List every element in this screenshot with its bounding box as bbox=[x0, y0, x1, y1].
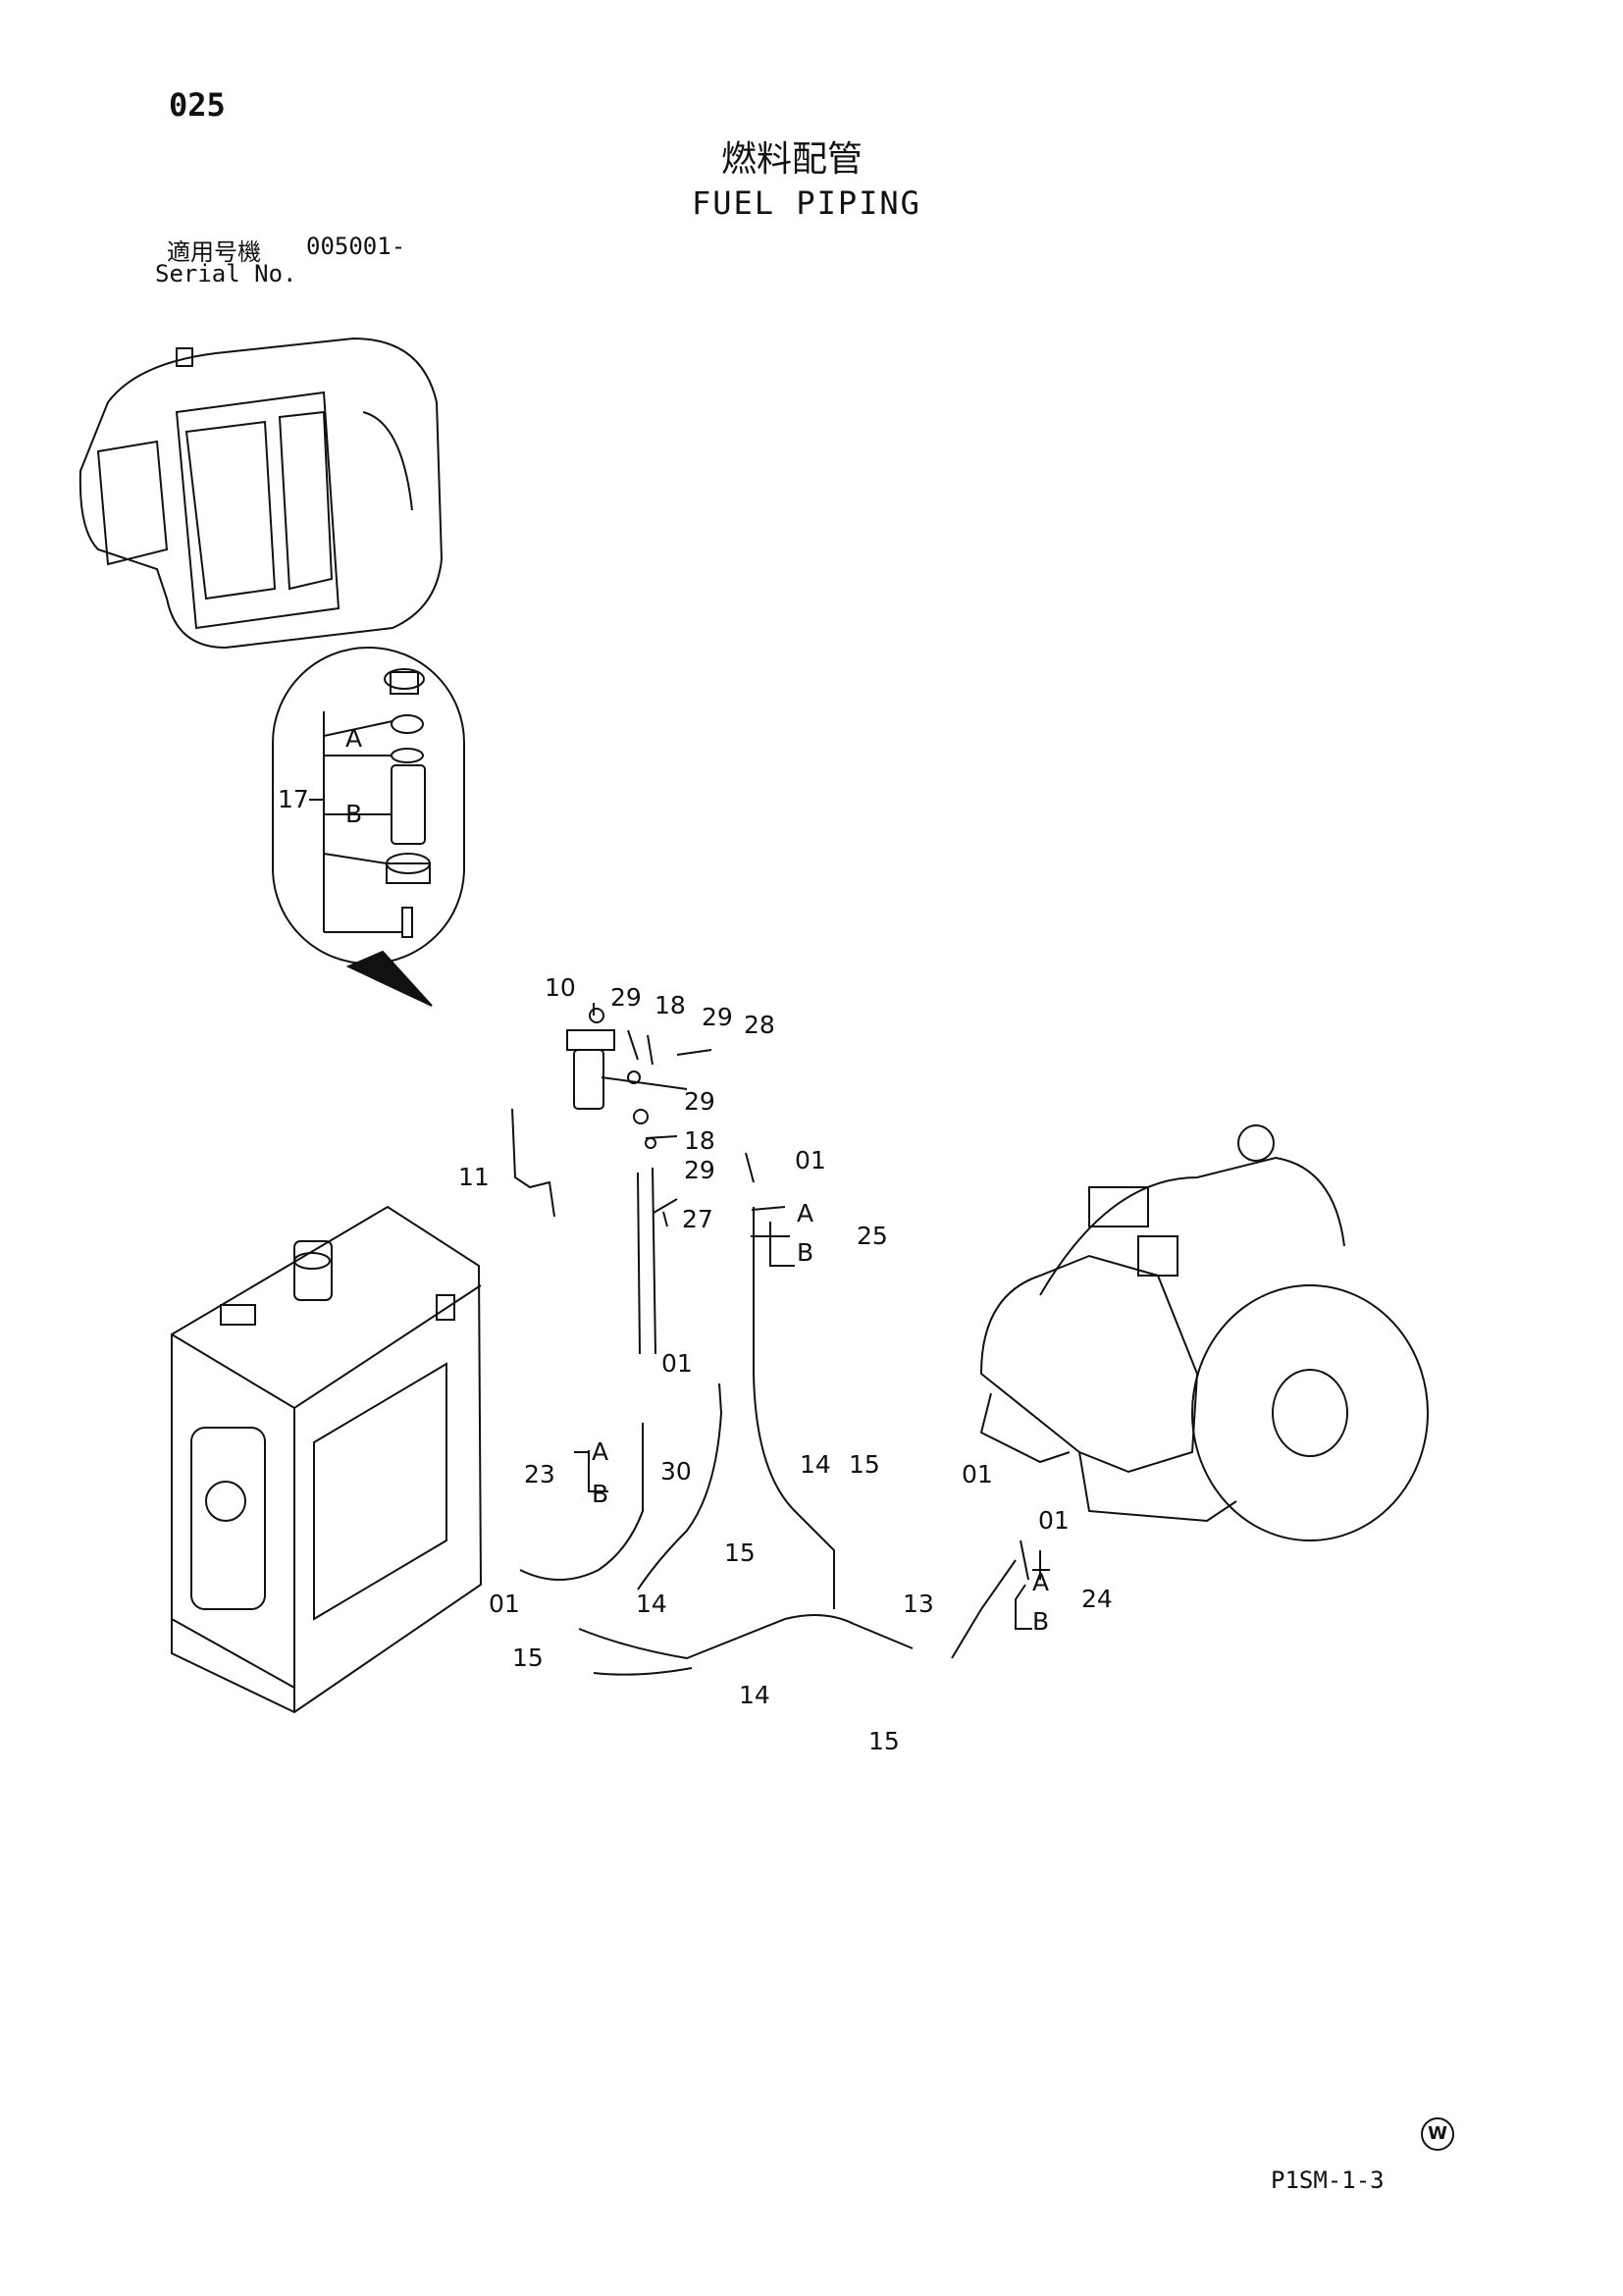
callout-28: 28 bbox=[744, 1011, 775, 1039]
callout-B-24: B bbox=[1032, 1607, 1050, 1636]
callout-29-d: 29 bbox=[684, 1156, 715, 1184]
serial-label-english: Serial No. bbox=[155, 260, 297, 287]
callout-24: 24 bbox=[1081, 1585, 1113, 1613]
engine-illustration bbox=[979, 1124, 1429, 1541]
filter-detail-balloon bbox=[272, 647, 465, 1007]
callout-18-a: 18 bbox=[654, 991, 686, 1019]
leader-lines bbox=[574, 1003, 1050, 1630]
callout-A-23: A bbox=[592, 1437, 609, 1466]
callout-14-c: 14 bbox=[739, 1681, 770, 1709]
callout-17: 17 bbox=[278, 785, 309, 813]
callout-15-d: 15 bbox=[868, 1727, 900, 1755]
callout-01-c: 01 bbox=[962, 1460, 993, 1488]
callout-B-filter: B bbox=[345, 800, 363, 828]
title-japanese: 燃料配管 bbox=[721, 139, 864, 180]
callout-11: 11 bbox=[458, 1163, 490, 1191]
callout-01-b: 01 bbox=[661, 1349, 693, 1378]
callout-30: 30 bbox=[660, 1457, 692, 1486]
title-english: FUEL PIPING bbox=[692, 184, 921, 222]
callout-A-filter: A bbox=[345, 724, 363, 753]
fuel-filter-assembly bbox=[566, 1008, 712, 1227]
callout-A-25: A bbox=[797, 1199, 814, 1227]
callout-18-b: 18 bbox=[684, 1126, 715, 1155]
footer-code: P1SM-1-3 bbox=[1271, 2166, 1385, 2194]
callout-13: 13 bbox=[903, 1590, 934, 1618]
callout-B-25: B bbox=[797, 1238, 814, 1267]
callout-15-b: 15 bbox=[724, 1539, 756, 1567]
callout-B-23: B bbox=[592, 1480, 609, 1508]
callout-15-c: 15 bbox=[512, 1644, 544, 1672]
fuel-hoses bbox=[519, 1167, 1041, 1676]
callout-27: 27 bbox=[682, 1205, 713, 1233]
serial-label-japanese: 適用号機 bbox=[167, 238, 261, 266]
callout-29-a: 29 bbox=[610, 983, 642, 1012]
page-number: 025 bbox=[169, 86, 226, 124]
callout-29-c: 29 bbox=[684, 1087, 715, 1116]
callout-14-b: 14 bbox=[636, 1590, 667, 1618]
serial-number-value: 005001- bbox=[306, 233, 406, 260]
callout-01-a: 01 bbox=[795, 1146, 826, 1174]
cab-illustration bbox=[79, 337, 444, 650]
callout-15-a: 15 bbox=[849, 1450, 880, 1479]
callout-23: 23 bbox=[524, 1460, 555, 1488]
fuel-tank bbox=[171, 1205, 483, 1714]
callout-10: 10 bbox=[545, 973, 576, 1002]
callout-14-a: 14 bbox=[800, 1450, 831, 1479]
w-mark-symbol: W bbox=[1421, 2117, 1454, 2151]
callout-01-d: 01 bbox=[1038, 1506, 1070, 1535]
callout-25: 25 bbox=[857, 1222, 888, 1250]
bracket-11 bbox=[511, 1108, 555, 1218]
callout-29-b: 29 bbox=[702, 1003, 733, 1031]
callout-A-24: A bbox=[1032, 1568, 1050, 1596]
callout-01-e: 01 bbox=[489, 1590, 520, 1618]
